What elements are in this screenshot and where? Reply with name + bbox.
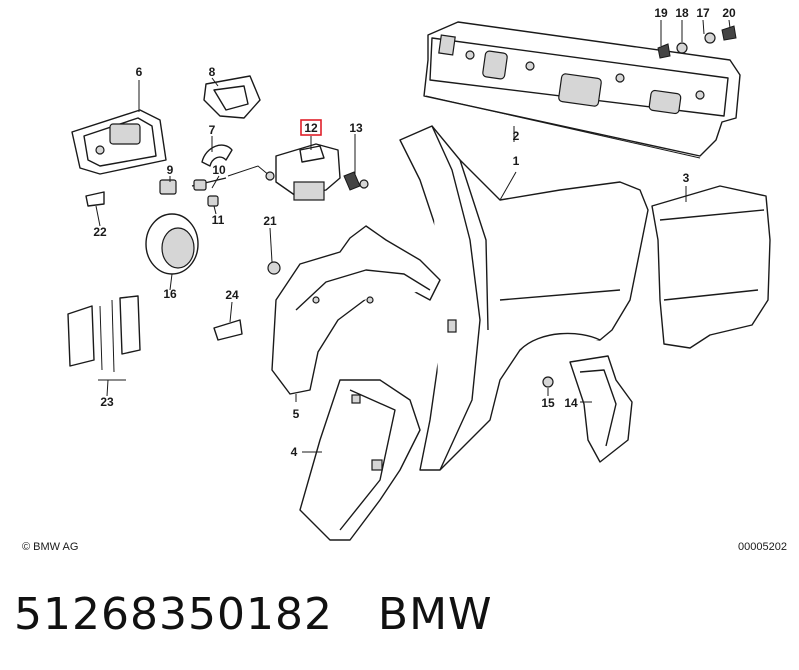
callout-14: 14 [564, 396, 578, 410]
callout-15: 15 [541, 396, 555, 410]
side-panel-part [399, 125, 649, 471]
fasteners-part [657, 25, 737, 59]
callout-13: 13 [349, 121, 363, 135]
callout-23: 23 [100, 395, 114, 409]
callout-12: 12 [304, 121, 318, 135]
sill-part [299, 379, 421, 541]
callout-8: 8 [209, 65, 216, 79]
callout-6: 6 [136, 65, 143, 79]
callout-1: 1 [513, 154, 520, 168]
quarter-panel-part [651, 185, 771, 349]
bracket-part [203, 75, 261, 119]
callout-3: 3 [683, 171, 690, 185]
wheel-arch-liner-part [271, 225, 441, 395]
caption: 51268350182 BMW [14, 585, 493, 645]
small-nut-part [542, 376, 554, 388]
callout-19: 19 [654, 6, 668, 20]
cable-part [191, 165, 271, 207]
highlighted-callout-box [300, 119, 322, 136]
filler-neck-grommet-part [145, 213, 199, 275]
callout-22: 22 [93, 225, 107, 239]
callout-20: 20 [722, 6, 736, 20]
brand-name: BMW [377, 589, 493, 640]
rear-panel-part [423, 21, 741, 159]
callout-18: 18 [675, 6, 689, 20]
callout-9: 9 [167, 163, 174, 177]
callout-11: 11 [212, 213, 225, 227]
leader-lines [95, 19, 731, 453]
callout-16: 16 [163, 287, 177, 301]
callout-2: 2 [513, 129, 520, 143]
wheel-housing-section-part [569, 355, 633, 463]
parts-diagram: 1 2 3 4 5 6 7 8 9 10 11 12 13 14 15 16 1… [67, 6, 771, 541]
callout-numbers: 1 2 3 4 5 6 7 8 9 10 11 12 13 14 15 16 1… [93, 6, 736, 459]
hinge-set-part [67, 295, 141, 381]
callout-5: 5 [293, 407, 300, 421]
callout-24: 24 [225, 288, 239, 302]
callout-10: 10 [212, 163, 226, 177]
callout-17: 17 [696, 6, 710, 20]
screw-part [343, 171, 369, 191]
fuel-filler-housing-part [71, 109, 167, 175]
callout-7: 7 [209, 123, 216, 137]
small-clip-part [85, 191, 105, 207]
clip-part [159, 179, 177, 195]
grommet-part [201, 144, 233, 167]
nut-part [267, 261, 281, 275]
copyright-notice: © BMW AG [22, 541, 79, 553]
part-number: 51268350182 [14, 589, 333, 640]
small-bracket-part [213, 319, 243, 341]
diagram-code: 00005202 [738, 541, 787, 553]
callout-21: 21 [263, 214, 277, 228]
actuator-part [265, 143, 341, 201]
callout-4: 4 [291, 445, 298, 459]
